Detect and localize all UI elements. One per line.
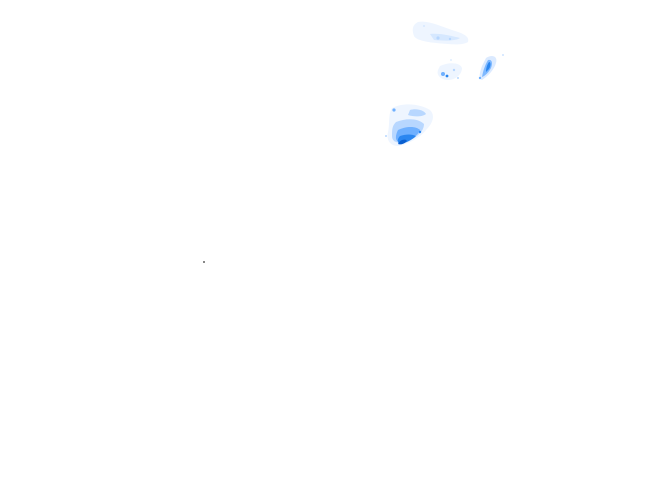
precipitation-echo-northeast: [478, 54, 504, 80]
precipitation-echo-east: [437, 59, 462, 80]
precipitation-echo-north: [412, 21, 469, 45]
radar-site-marker: [203, 261, 205, 263]
precipitation-echo-central: [385, 104, 433, 146]
